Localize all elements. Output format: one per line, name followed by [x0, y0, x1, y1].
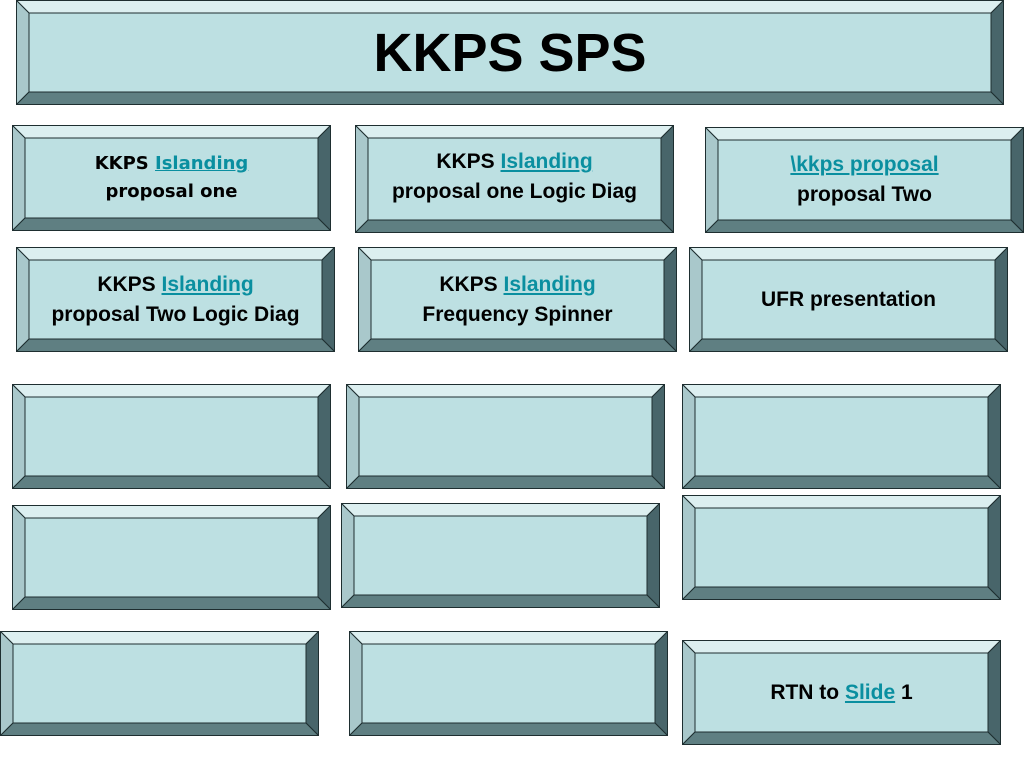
empty-button[interactable]	[0, 631, 319, 736]
kkps-proposal-link[interactable]: \kkps proposal	[790, 153, 939, 176]
button-frame	[0, 631, 319, 736]
islanding-proposal-one-button[interactable]: KKPS Islanding proposal one	[12, 125, 331, 231]
button-frame	[355, 125, 674, 233]
empty-button[interactable]	[682, 384, 1001, 489]
empty-button[interactable]	[341, 503, 660, 608]
islanding-link[interactable]: Islanding	[503, 272, 596, 296]
button-frame	[358, 247, 677, 352]
button-line2: proposal Two	[797, 183, 932, 206]
button-frame	[12, 384, 331, 489]
kkps-proposal-two-button[interactable]: \kkps proposal proposal Two	[705, 127, 1024, 233]
button-frame	[682, 384, 1001, 489]
button-frame	[12, 505, 331, 610]
button-frame	[341, 503, 660, 608]
title-banner-frame	[16, 0, 1004, 105]
button-frame	[349, 631, 668, 736]
button-frame	[16, 247, 335, 352]
button-line2: proposal one	[105, 181, 238, 202]
return-prefix: RTN to	[770, 680, 845, 704]
button-line2: proposal one Logic Diag	[391, 180, 638, 203]
button-frame	[705, 127, 1024, 233]
empty-button[interactable]	[12, 384, 331, 489]
page-title: KKPS SPS	[373, 22, 647, 83]
button-frame	[12, 125, 331, 231]
empty-button[interactable]	[349, 631, 668, 736]
slide-link[interactable]: Slide	[844, 680, 896, 704]
button-frame	[689, 247, 1008, 352]
islanding-proposal-two-logic-diag-button[interactable]: KKPS Islanding proposal Two Logic Diag	[16, 247, 335, 352]
button-frame	[682, 640, 1001, 745]
return-suffix: 1	[895, 680, 913, 704]
button-prefix: KKPS	[436, 150, 501, 173]
islanding-proposal-one-logic-diag-button[interactable]: KKPS Islanding proposal one Logic Diag	[355, 125, 674, 233]
islanding-link[interactable]: Islanding	[500, 150, 593, 173]
empty-button[interactable]	[346, 384, 665, 489]
islanding-link[interactable]: Islanding	[155, 153, 249, 174]
button-prefix: KKPS	[97, 272, 162, 296]
button-prefix: KKPS	[94, 153, 156, 174]
button-line2: proposal Two Logic Diag	[51, 302, 300, 326]
button-frame	[682, 495, 1001, 600]
button-text: UFR presentation	[760, 287, 936, 311]
button-line2: Frequency Spinner	[422, 302, 613, 326]
islanding-frequency-spinner-button[interactable]: KKPS Islanding Frequency Spinner	[358, 247, 677, 352]
islanding-link[interactable]: Islanding	[161, 272, 254, 296]
empty-button[interactable]	[682, 495, 1001, 600]
empty-button[interactable]	[12, 505, 331, 610]
button-prefix: KKPS	[439, 272, 504, 296]
ufr-presentation-button[interactable]: UFR presentation	[689, 247, 1008, 352]
return-to-slide-button[interactable]: RTN to Slide 1	[682, 640, 1001, 745]
title-banner: KKPS SPS	[16, 0, 1004, 105]
button-frame	[346, 384, 665, 489]
